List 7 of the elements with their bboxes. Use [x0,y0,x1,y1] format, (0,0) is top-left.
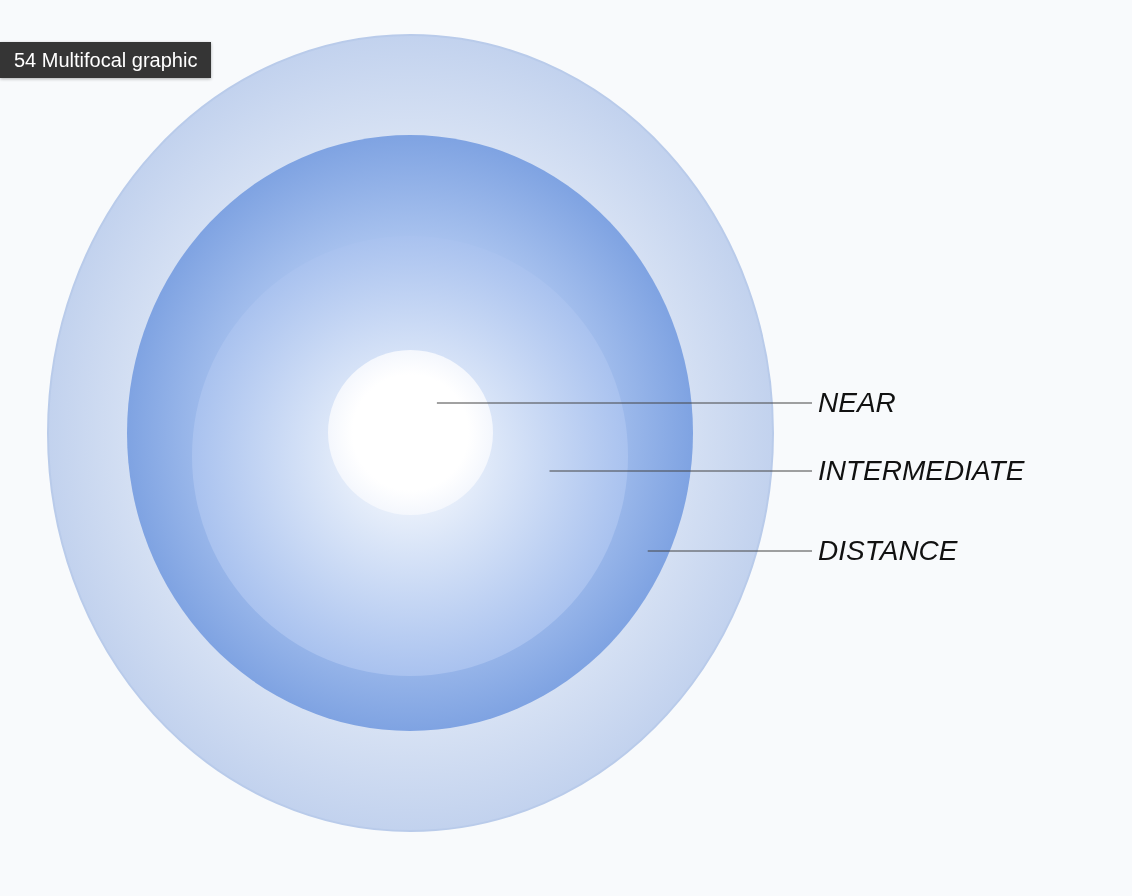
leader-line [436,402,813,404]
title-tag: 54 Multifocal graphic [0,42,212,78]
zone-label: NEAR [818,386,896,420]
zone-label: DISTANCE [818,534,958,568]
leader-line [647,550,813,552]
leader-line [549,470,813,472]
zone-label: INTERMEDIATE [818,454,1025,488]
